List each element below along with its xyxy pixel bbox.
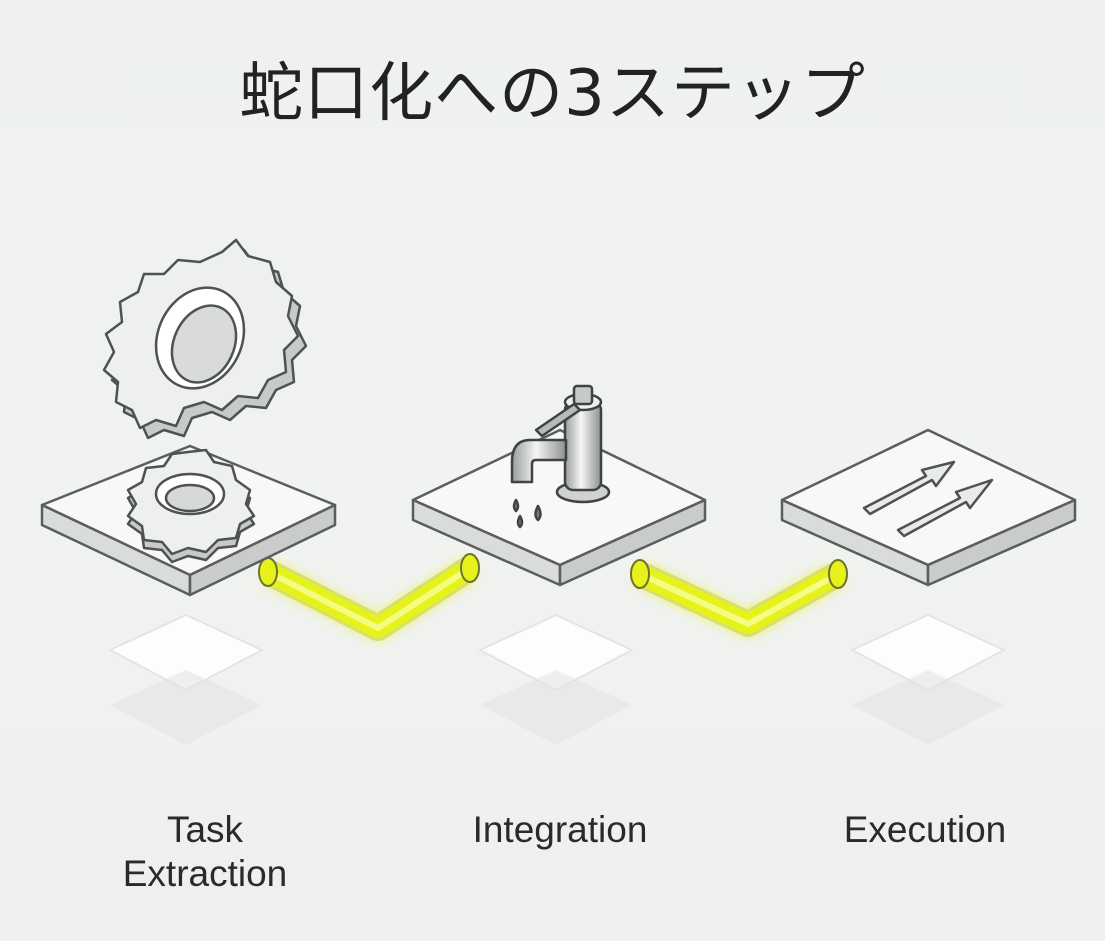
arrows-icon [862, 460, 994, 538]
step-label-task-extraction: Task Extraction [122, 809, 288, 894]
page-title: 蛇口化への3ステップ [239, 57, 866, 131]
platform-execution [780, 428, 1077, 587]
gears-icon [102, 238, 308, 564]
faucet-icon [510, 384, 611, 529]
step-label-integration: Integration [472, 809, 648, 850]
ghost-platforms [107, 613, 1007, 745]
step-label-execution: Execution [843, 809, 1007, 850]
connector-pipes [258, 553, 848, 641]
